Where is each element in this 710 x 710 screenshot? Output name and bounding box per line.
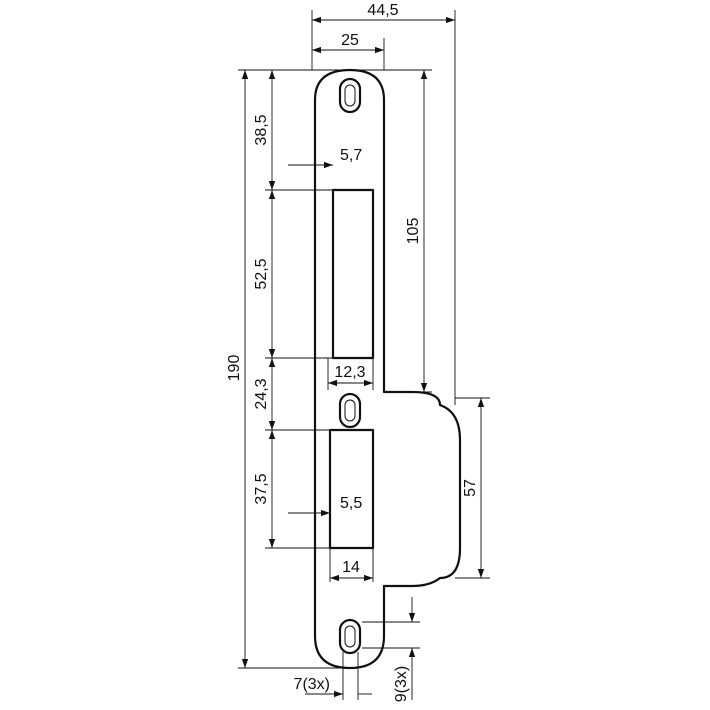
dim-lower-window-height: 37,5 [253,473,270,504]
dim-top-width: 25 [341,32,359,49]
screw-hole-middle [338,392,362,429]
dim-hole-height: 9(3x) [393,666,410,702]
dim-total-height: 190 [226,355,243,382]
dim-top-to-window: 38,5 [253,114,270,145]
plate-outline [313,68,462,670]
dim-window-offset-upper: 5,7 [340,147,362,164]
upper-strike-window [331,188,375,360]
screw-hole-top [338,77,362,114]
lower-strike-window [328,428,375,550]
extension-lines [238,10,490,700]
dim-lip-height: 57 [462,479,479,497]
dim-upper-window-height: 52,5 [253,258,270,289]
dim-gap-height: 24,3 [253,378,270,409]
dim-lower-window-width: 14 [342,559,360,576]
dim-upper-window-width: 12,3 [334,364,365,381]
dim-right-edge-height: 105 [405,218,422,245]
dim-window-offset-lower: 5,5 [340,495,362,512]
dimension-lines [241,16,485,700]
screw-hole-bottom [338,618,362,655]
dim-total-width: 44,5 [367,2,398,19]
dim-hole-width: 7(3x) [294,676,330,693]
